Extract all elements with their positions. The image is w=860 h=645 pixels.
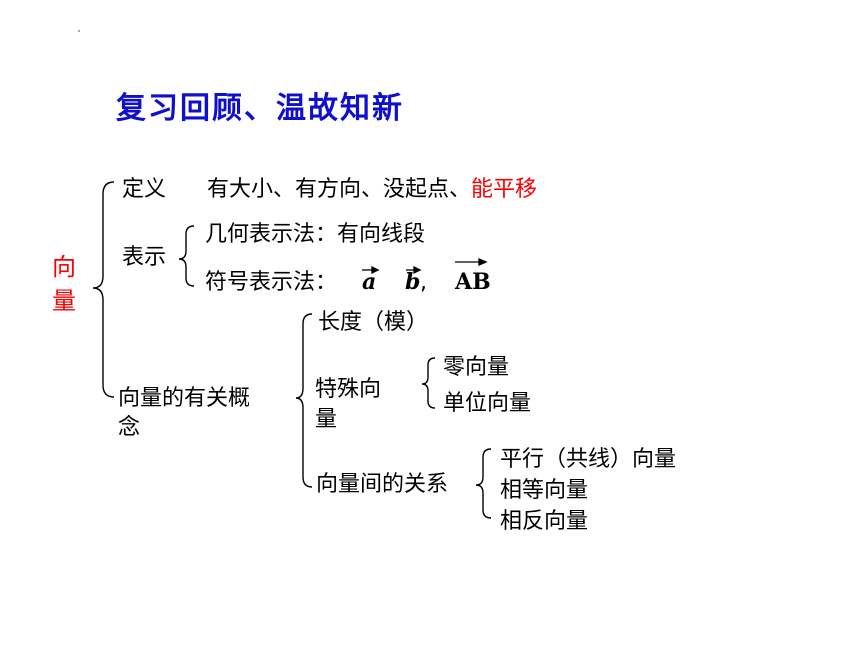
symbolic-representation: 符号表示法： bbox=[205, 270, 338, 295]
vector-b-symbol: b bbox=[405, 269, 421, 295]
special-vectors-label-line2: 量 bbox=[315, 407, 338, 432]
vector-a-symbol: a bbox=[362, 269, 377, 295]
unit-vector: 单位向量 bbox=[443, 391, 532, 416]
special-vectors-label-line1: 特殊向 bbox=[315, 377, 382, 402]
representation-brace bbox=[178, 225, 195, 287]
root-line2: 量 bbox=[52, 287, 76, 315]
vector-ab-symbol: AB bbox=[455, 269, 491, 295]
definition-text: 有大小、有方向、没起点、能平移 bbox=[207, 177, 537, 202]
opposite-vectors: 相反向量 bbox=[500, 509, 589, 534]
equal-vectors: 相等向量 bbox=[500, 478, 589, 503]
definition-highlight: 能平移 bbox=[471, 177, 538, 202]
relations-label: 向量间的关系 bbox=[316, 472, 449, 497]
concepts-brace bbox=[295, 313, 313, 488]
definition-label: 定义 bbox=[122, 177, 167, 202]
special-brace bbox=[421, 357, 436, 409]
zero-vector: 零向量 bbox=[443, 355, 510, 380]
vector-a-arrowhead bbox=[371, 265, 380, 275]
vector-ab-arrowhead bbox=[478, 258, 488, 266]
concepts-label-line1: 向量的有关概 bbox=[118, 386, 251, 411]
root-line1: 向 bbox=[52, 253, 76, 281]
representation-label: 表示 bbox=[122, 245, 167, 270]
vector-b-arrowhead bbox=[413, 265, 422, 275]
main-brace bbox=[92, 181, 115, 398]
parallel-vectors: 平行（共线）向量 bbox=[500, 447, 677, 472]
page-title: 复习回顾、温故知新 bbox=[116, 91, 404, 126]
symbol-separator: , bbox=[420, 270, 427, 295]
relations-brace bbox=[475, 448, 492, 519]
stray-dot bbox=[78, 30, 80, 32]
definition-body: 有大小、有方向、没起点、 bbox=[207, 177, 472, 202]
length-concept: 长度（模） bbox=[318, 310, 429, 335]
geometric-representation: 几何表示法：有向线段 bbox=[205, 222, 426, 247]
concepts-label-line2: 念 bbox=[118, 415, 141, 440]
